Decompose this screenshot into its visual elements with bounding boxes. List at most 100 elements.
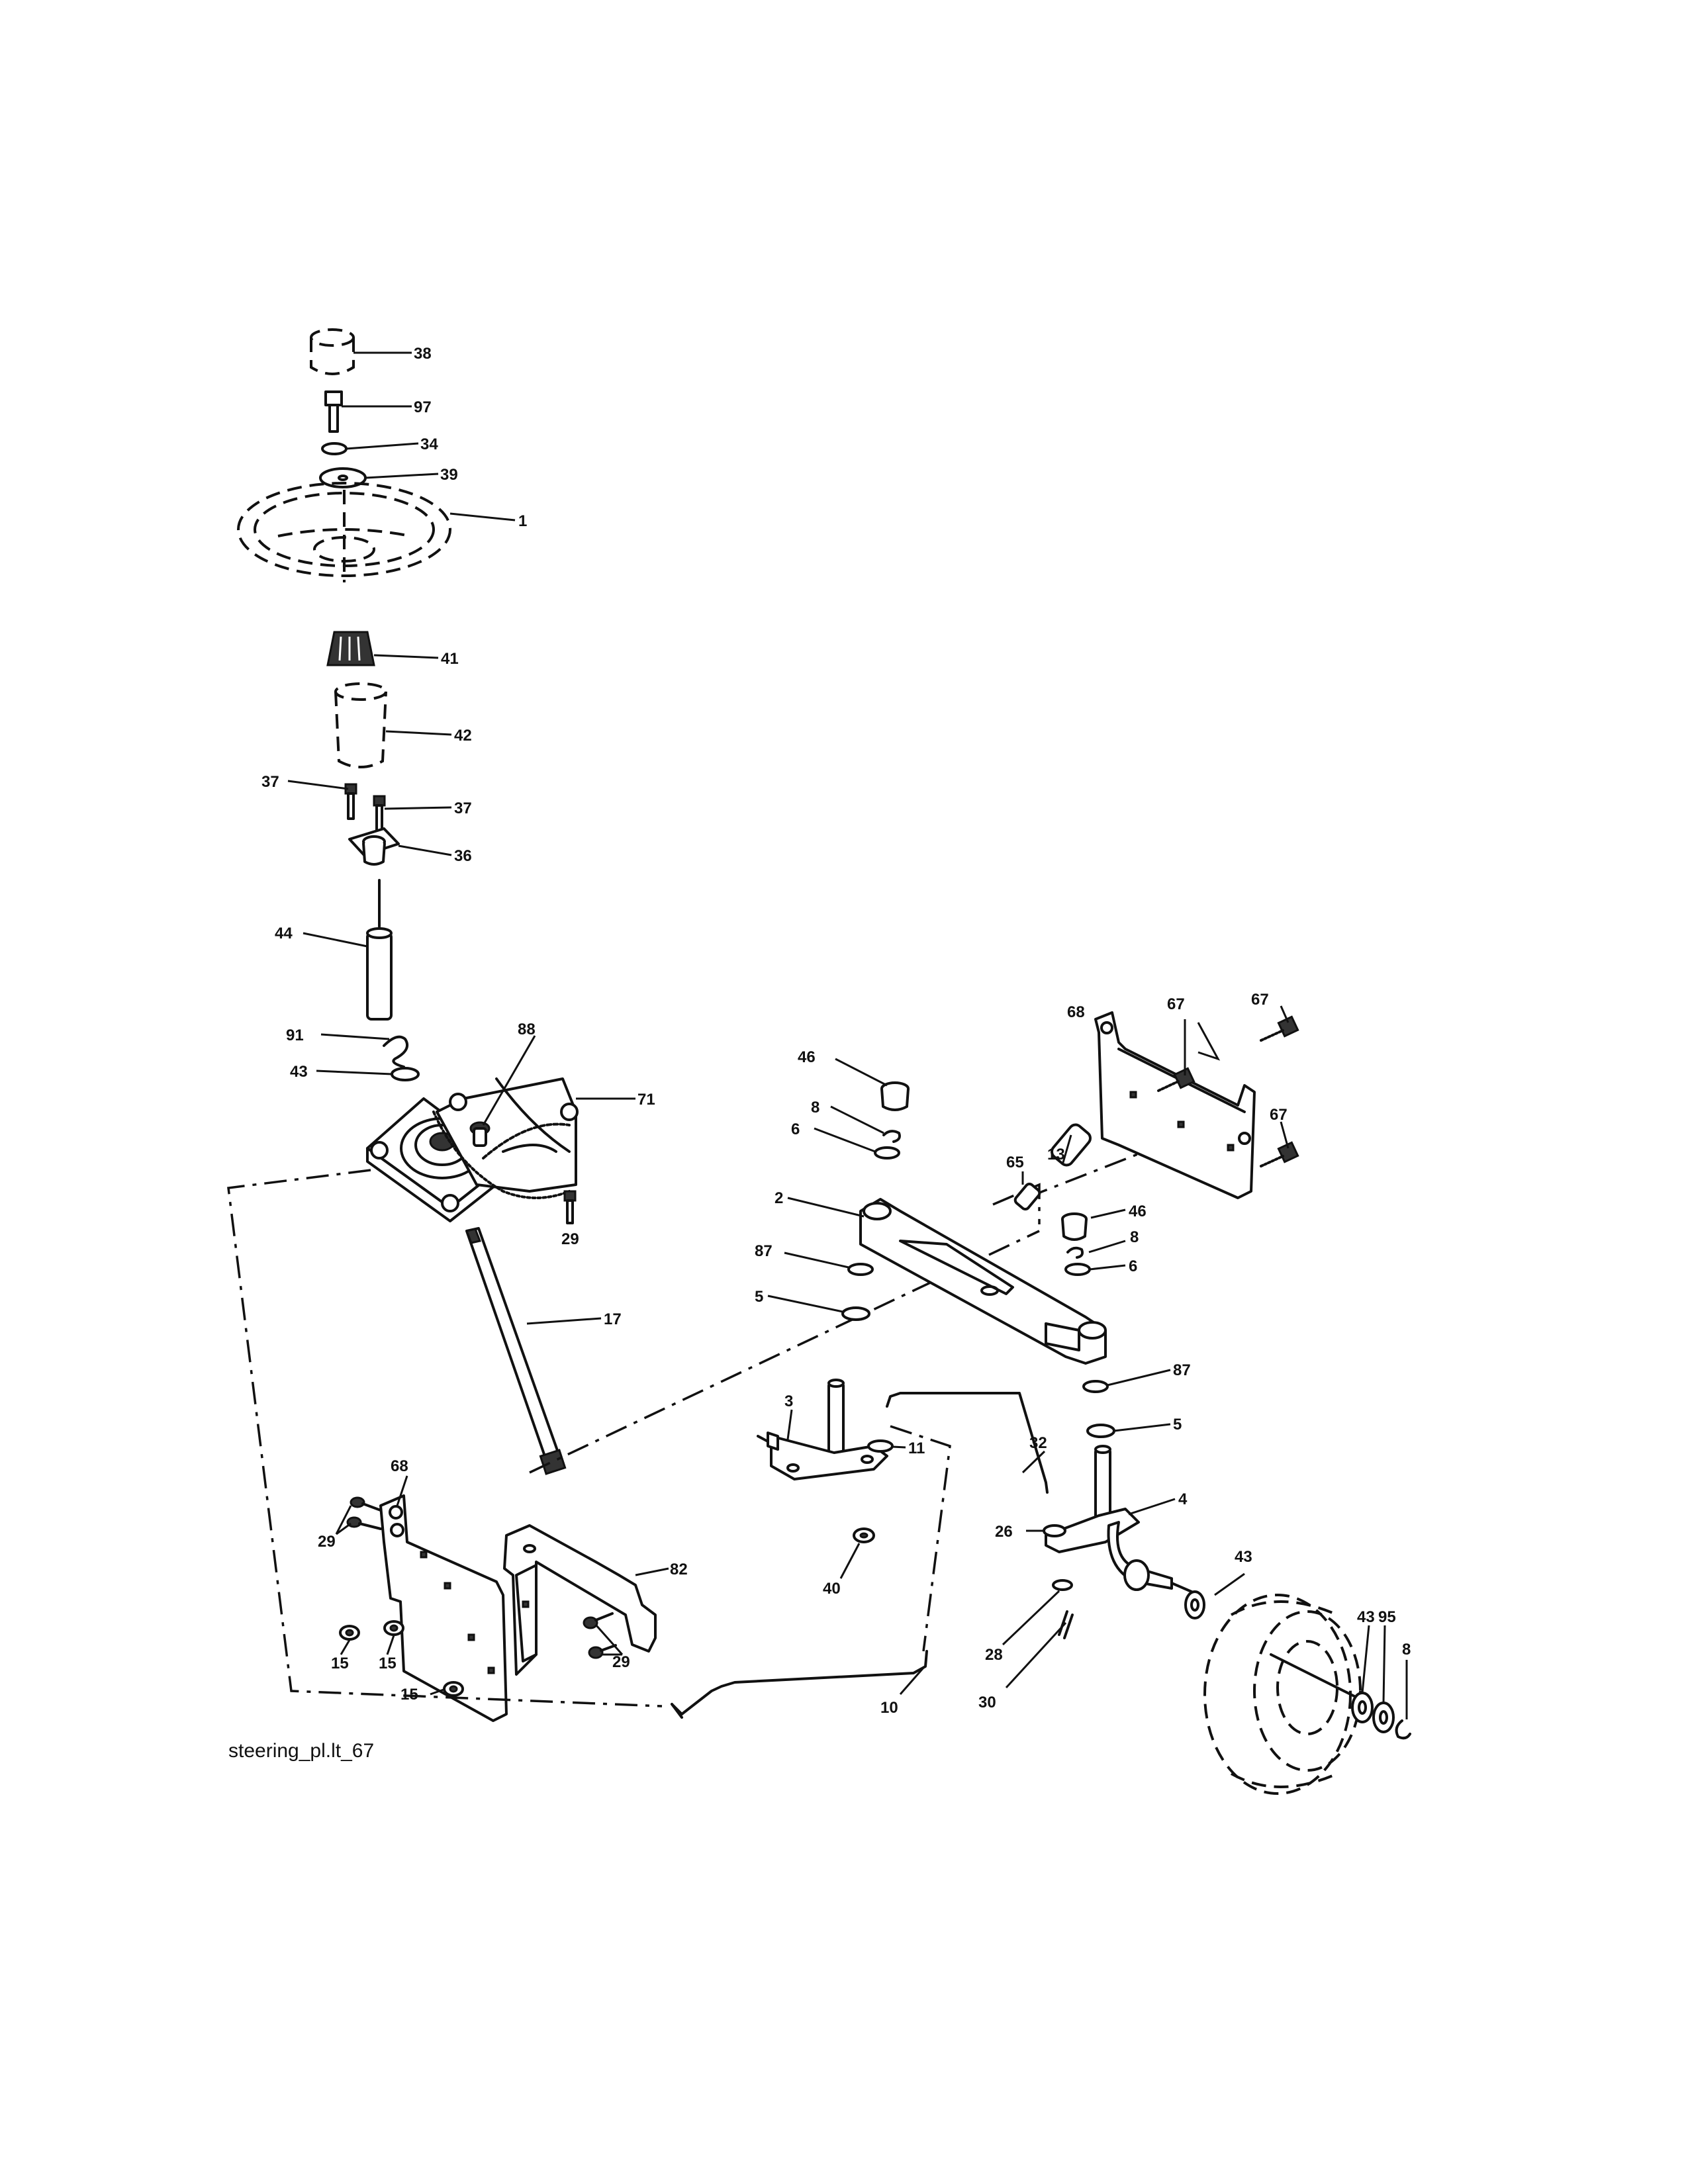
- part-41-steering-adapter: [326, 631, 375, 666]
- callout-82: 82: [670, 1561, 688, 1578]
- callout-15-a: 15: [331, 1655, 349, 1672]
- callout-36: 36: [454, 847, 472, 865]
- callout-5-right: 5: [1173, 1416, 1182, 1433]
- callout-3: 3: [784, 1392, 793, 1410]
- callout-41: 41: [441, 650, 459, 668]
- callout-10: 10: [880, 1699, 898, 1717]
- callout-37-left: 37: [261, 773, 279, 791]
- part-68-bracket-right: [1094, 1011, 1256, 1199]
- callout-15-c: 15: [400, 1686, 418, 1704]
- part-43-washer-hub: [1351, 1692, 1374, 1723]
- callout-46-left: 46: [798, 1048, 816, 1066]
- part-87-washer-left: [847, 1263, 874, 1276]
- callout-95: 95: [1378, 1608, 1396, 1626]
- callout-17: 17: [604, 1310, 622, 1328]
- callout-42: 42: [454, 727, 472, 745]
- part-32-tie-rod: [886, 1392, 1049, 1494]
- part-29-bolts-left: [346, 1496, 382, 1530]
- part-5-bearing-right: [1086, 1424, 1115, 1438]
- part-43-washer-upper: [391, 1067, 420, 1081]
- part-1-steering-wheel: [237, 482, 451, 582]
- diagram-caption: steering_pl.lt_67: [228, 1740, 374, 1762]
- part-67-bolt-c: [1260, 1141, 1299, 1167]
- part-97-bolt: [324, 390, 343, 433]
- callout-29-right: 29: [612, 1653, 630, 1671]
- callout-71: 71: [637, 1091, 655, 1109]
- callout-8-hub: 8: [1402, 1641, 1411, 1659]
- part-46-bushing-left: [880, 1081, 910, 1111]
- part-26-washer: [1043, 1524, 1066, 1537]
- part-95-washer-hub: [1372, 1702, 1395, 1733]
- part-88-shoulder-bolt: [469, 1121, 491, 1147]
- callout-37-right: 37: [454, 799, 472, 817]
- callout-97: 97: [414, 398, 432, 416]
- callout-39: 39: [440, 466, 458, 484]
- callout-labels: 38 97 34 39 1 41 42 37 37 36 44 91 88 43…: [261, 345, 1411, 1717]
- callout-2: 2: [774, 1189, 783, 1207]
- callout-4: 4: [1178, 1490, 1188, 1508]
- callout-91: 91: [286, 1026, 304, 1044]
- part-91-clip: [383, 1035, 408, 1068]
- part-15-nut-b: [383, 1620, 404, 1636]
- callout-32: 32: [1029, 1434, 1047, 1452]
- callout-87-left: 87: [755, 1242, 773, 1260]
- part-28-washer: [1052, 1579, 1073, 1591]
- callout-28: 28: [985, 1646, 1003, 1664]
- callout-15-b: 15: [379, 1655, 397, 1672]
- reference-line-left: [227, 1169, 663, 1707]
- part-2-axle: [859, 1198, 1107, 1365]
- callout-29-left: 29: [318, 1533, 336, 1551]
- part-34-lock-washer: [321, 442, 348, 455]
- reference-line-right: [992, 1183, 1041, 1224]
- callout-29-gear: 29: [561, 1230, 579, 1248]
- callout-65: 65: [1006, 1154, 1024, 1171]
- part-87-washer-right: [1082, 1380, 1109, 1393]
- callout-38: 38: [414, 345, 432, 363]
- part-6-washer-left: [874, 1146, 900, 1160]
- callout-44: 44: [275, 925, 293, 942]
- callout-67-b: 67: [1251, 991, 1269, 1009]
- part-30-cotter-pin: [1058, 1610, 1074, 1639]
- part-38-cap: [310, 328, 355, 375]
- part-65-spacer: [1013, 1182, 1041, 1211]
- callout-43-hub: 43: [1357, 1608, 1375, 1626]
- callout-68-right: 68: [1067, 1003, 1085, 1021]
- part-36-bushing: [348, 827, 400, 866]
- callout-43-wheel: 43: [1235, 1548, 1252, 1566]
- part-4-spindle-right: [1045, 1445, 1193, 1593]
- part-3-spindle-left: [757, 1379, 888, 1480]
- part-46-bushing-right: [1061, 1212, 1088, 1241]
- reference-line-center: [890, 1425, 951, 1652]
- part-5-bearing-left: [841, 1306, 870, 1321]
- part-37-bolt-right: [373, 795, 386, 832]
- callout-5-left: 5: [755, 1288, 763, 1306]
- callout-87-right: 87: [1173, 1361, 1191, 1379]
- callout-88: 88: [518, 1021, 536, 1038]
- part-40-nut: [853, 1527, 875, 1543]
- part-15-nut-a: [339, 1625, 360, 1641]
- part-17-pinion-shaft: [465, 1227, 567, 1475]
- callout-67-c: 67: [1270, 1106, 1288, 1124]
- wheel-front: [1203, 1594, 1365, 1795]
- part-29-bolt-gear: [563, 1190, 577, 1224]
- callout-43-upper: 43: [290, 1063, 308, 1081]
- part-42-bellow: [334, 682, 387, 768]
- callout-46-right: 46: [1129, 1203, 1147, 1220]
- part-67-bolt-a: [1157, 1067, 1196, 1092]
- callout-8-right: 8: [1130, 1228, 1139, 1246]
- callout-6-left: 6: [791, 1120, 800, 1138]
- callout-26: 26: [995, 1523, 1013, 1541]
- part-8-clip-hub: [1395, 1719, 1411, 1740]
- part-82-bracket-right: [503, 1524, 657, 1676]
- callout-67-a: 67: [1167, 995, 1185, 1013]
- callout-8-left: 8: [811, 1099, 820, 1116]
- part-11-washer: [867, 1439, 894, 1453]
- leader-lines: [287, 351, 1408, 1719]
- callout-13: 13: [1047, 1146, 1065, 1163]
- part-13-pivot-bushing: [1051, 1123, 1092, 1167]
- part-8-clip-left: [882, 1130, 901, 1143]
- part-44-steering-shaft: [366, 879, 393, 1021]
- part-68-bracket-left: [379, 1494, 508, 1722]
- part-67-bolt-b: [1260, 1015, 1299, 1042]
